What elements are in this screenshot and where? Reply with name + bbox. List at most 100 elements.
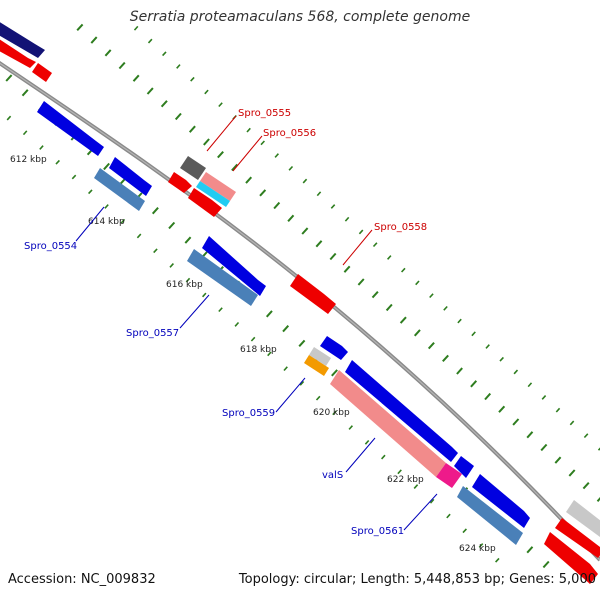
tick-mark (596, 497, 600, 502)
tick-mark (569, 420, 575, 426)
tick-mark (218, 102, 223, 108)
tick-mark (484, 392, 492, 401)
tick-mark (443, 305, 448, 311)
tick-mark (5, 74, 13, 82)
tick-mark (153, 248, 158, 254)
gene-label-spro0559[interactable]: Spro_0559 (222, 408, 275, 419)
gene-label-spro0554[interactable]: Spro_0554 (24, 241, 77, 252)
tick-mark (471, 331, 476, 337)
gene-blue-2[interactable] (109, 157, 152, 196)
gene-gray-spro0555[interactable] (180, 156, 206, 180)
tick-mark (250, 336, 256, 342)
tick-mark (344, 216, 350, 222)
tick-mark (160, 100, 168, 108)
tick-mark (582, 482, 590, 490)
tick-mark (132, 74, 140, 82)
tick-mark (348, 425, 353, 430)
gene-lightgray-bottomright[interactable] (566, 500, 600, 540)
tick-mark (512, 418, 520, 426)
map-title: Serratia proteamaculans 568, complete ge… (129, 9, 471, 25)
leader-spro0561 (403, 493, 438, 531)
tick-mark (415, 280, 420, 286)
tick-mark (76, 23, 84, 31)
tick-mark (190, 76, 195, 82)
kbp-label-616: 616 kbp (166, 280, 203, 290)
tick-mark (381, 454, 386, 460)
tick-mark (203, 138, 210, 146)
leader-spro0556 (232, 135, 263, 172)
gene-blue-6[interactable] (472, 474, 530, 528)
tick-mark (429, 293, 434, 299)
tick-mark (103, 162, 110, 171)
gene-lightgray-small[interactable] (309, 347, 331, 366)
gene-red-spro0558[interactable] (290, 274, 336, 314)
tick-mark (495, 557, 500, 563)
gene-label-spro0556[interactable]: Spro_0556 (263, 128, 316, 139)
tick-mark (231, 163, 239, 172)
gene-red-topleft-1[interactable] (0, 33, 36, 68)
tick-mark (151, 207, 159, 215)
gene-red-bottomright-1[interactable] (555, 518, 600, 558)
kbp-label-624: 624 kbp (459, 544, 496, 554)
tick-mark (343, 265, 351, 273)
gene-blue-vals-upper[interactable] (345, 360, 458, 462)
gene-label-spro0555[interactable]: Spro_0555 (238, 108, 291, 119)
gene-red-bottomright-2[interactable] (544, 532, 598, 584)
gene-cyan-spro0556[interactable] (196, 181, 230, 207)
gene-red-topleft-2[interactable] (32, 63, 52, 82)
tick-mark (568, 469, 576, 477)
gene-label-vals[interactable]: valS (322, 470, 343, 481)
tick-mark (71, 174, 77, 180)
tick-mark (315, 395, 321, 401)
gene-orange-spro0559[interactable] (304, 355, 329, 376)
tick-mark (162, 51, 167, 57)
tick-mark (583, 433, 589, 439)
gene-steel-spro0557[interactable] (187, 249, 258, 306)
gene-blue-4[interactable] (320, 336, 348, 360)
tick-mark (554, 456, 562, 464)
gene-blue-1[interactable] (37, 101, 104, 156)
tick-mark (442, 354, 449, 362)
tick-mark (288, 165, 294, 171)
tick-mark (118, 61, 126, 70)
tick-mark (301, 227, 309, 235)
gene-blue-5[interactable] (454, 456, 474, 478)
tick-mark (542, 560, 550, 569)
tick-mark (401, 267, 406, 273)
gene-blue-3[interactable] (202, 236, 266, 296)
gene-magenta[interactable] (436, 463, 462, 488)
genome-backbone-highlight (0, 62, 600, 561)
tick-mark (204, 89, 209, 95)
tick-mark (541, 395, 547, 400)
kbp-label-620: 620 kbp (313, 408, 350, 418)
gene-pink-spro0556[interactable] (200, 172, 236, 201)
gene-pink-vals[interactable] (330, 370, 446, 477)
leader-spro0554 (75, 206, 105, 242)
tick-mark (478, 543, 484, 548)
gene-red-small-2[interactable] (188, 188, 222, 217)
tick-mark (456, 367, 463, 375)
tick-mark (372, 242, 378, 248)
gene-label-spro0558[interactable]: Spro_0558 (374, 222, 427, 233)
tick-mark (331, 369, 338, 377)
kbp-label-618: 618 kbp (240, 345, 277, 355)
tick-mark (259, 189, 267, 197)
tick-mark (597, 447, 600, 451)
gene-steel-spro0554[interactable] (94, 168, 145, 211)
tick-mark (499, 356, 504, 362)
tick-mark (245, 176, 253, 184)
gene-steel-spro0561[interactable] (457, 486, 523, 545)
gene-red-small-1[interactable] (168, 172, 192, 193)
tick-mark (485, 344, 490, 349)
tick-mark (298, 339, 306, 347)
leader-spro0558 (342, 229, 373, 266)
tick-mark (234, 321, 240, 327)
gene-label-spro0561[interactable]: Spro_0561 (351, 526, 404, 537)
gene-label-spro0557[interactable]: Spro_0557 (126, 328, 179, 339)
tick-mark (218, 307, 223, 313)
accession-text: Accession: NC_009832 (8, 572, 156, 587)
gene-navy-topleft[interactable] (0, 16, 45, 58)
tick-mark (22, 130, 28, 136)
tick-mark (267, 351, 272, 357)
